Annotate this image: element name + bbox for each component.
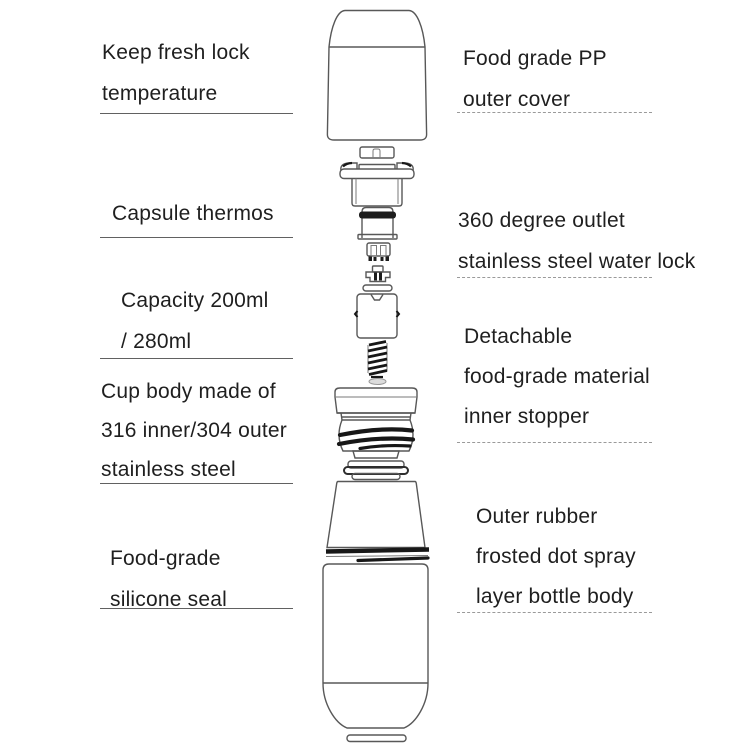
underline	[457, 612, 652, 613]
neck-threads-drawing	[325, 547, 430, 563]
label-line: frosted dot spray	[476, 545, 636, 568]
spring-drawing	[367, 340, 388, 379]
label-line: stainless steel	[101, 458, 236, 481]
label-water-lock: 360 degree outlet stainless steel water …	[458, 200, 695, 282]
silicone-seal-drawing	[343, 460, 409, 481]
retainer-bar-drawing	[362, 284, 393, 292]
label-line: / 280ml	[121, 330, 192, 353]
base-disc-drawing	[346, 734, 407, 743]
underline	[457, 277, 652, 278]
label-line: Detachable	[464, 325, 573, 348]
label-bottle-body: Outer rubber frosted dot spray layer bot…	[476, 497, 636, 617]
label-cup-body: Cup body made of 316 inner/304 outer sta…	[101, 372, 287, 489]
valve-legs-drawing	[366, 242, 391, 261]
underline	[100, 358, 293, 359]
underline	[457, 442, 652, 443]
underline	[100, 483, 293, 484]
label-inner-stopper: Detachable food-grade material inner sto…	[464, 317, 650, 437]
gasket-ring-drawing	[357, 206, 398, 240]
label-line: inner stopper	[464, 405, 590, 428]
water-lock-stopper-drawing	[339, 161, 415, 207]
label-silicone-seal: Food-grade silicone seal	[110, 538, 227, 620]
valve-core-drawing	[365, 265, 391, 283]
underline	[457, 112, 652, 113]
label-line: outer cover	[463, 88, 571, 111]
label-capacity: Capacity 200ml / 280ml	[121, 280, 269, 362]
label-line: Food grade PP	[463, 47, 607, 70]
label-capsule-thermos: Capsule thermos	[112, 193, 274, 234]
inner-stopper-drawing	[334, 387, 418, 459]
underline	[100, 113, 293, 114]
stopper-block-drawing	[353, 293, 401, 339]
label-line: layer bottle body	[476, 585, 634, 608]
bottle-body-drawing	[322, 563, 429, 729]
label-line: 316 inner/304 outer	[101, 419, 287, 442]
label-line: stainless steel water lock	[458, 250, 696, 273]
lid-button-drawing	[359, 146, 395, 159]
underline	[100, 237, 293, 238]
label-line: food-grade material	[464, 365, 650, 388]
label-line: silicone seal	[110, 588, 227, 611]
label-keep-fresh: Keep fresh lock temperature	[102, 32, 250, 114]
outer-cover-drawing	[326, 9, 428, 141]
label-line: Food-grade	[110, 547, 221, 570]
label-line: Keep fresh lock	[102, 41, 250, 64]
underline	[100, 608, 293, 609]
label-line: Outer rubber	[476, 505, 598, 528]
label-line: 360 degree outlet	[458, 209, 625, 232]
label-line: Capsule thermos	[112, 202, 274, 225]
label-line: Capacity 200ml	[121, 289, 269, 312]
label-line: Cup body made of	[101, 380, 276, 403]
seal-washer-drawing	[368, 378, 387, 385]
label-line: temperature	[102, 82, 218, 105]
label-outer-cover: Food grade PP outer cover	[463, 38, 607, 120]
bottle-neck-drawing	[326, 480, 426, 549]
